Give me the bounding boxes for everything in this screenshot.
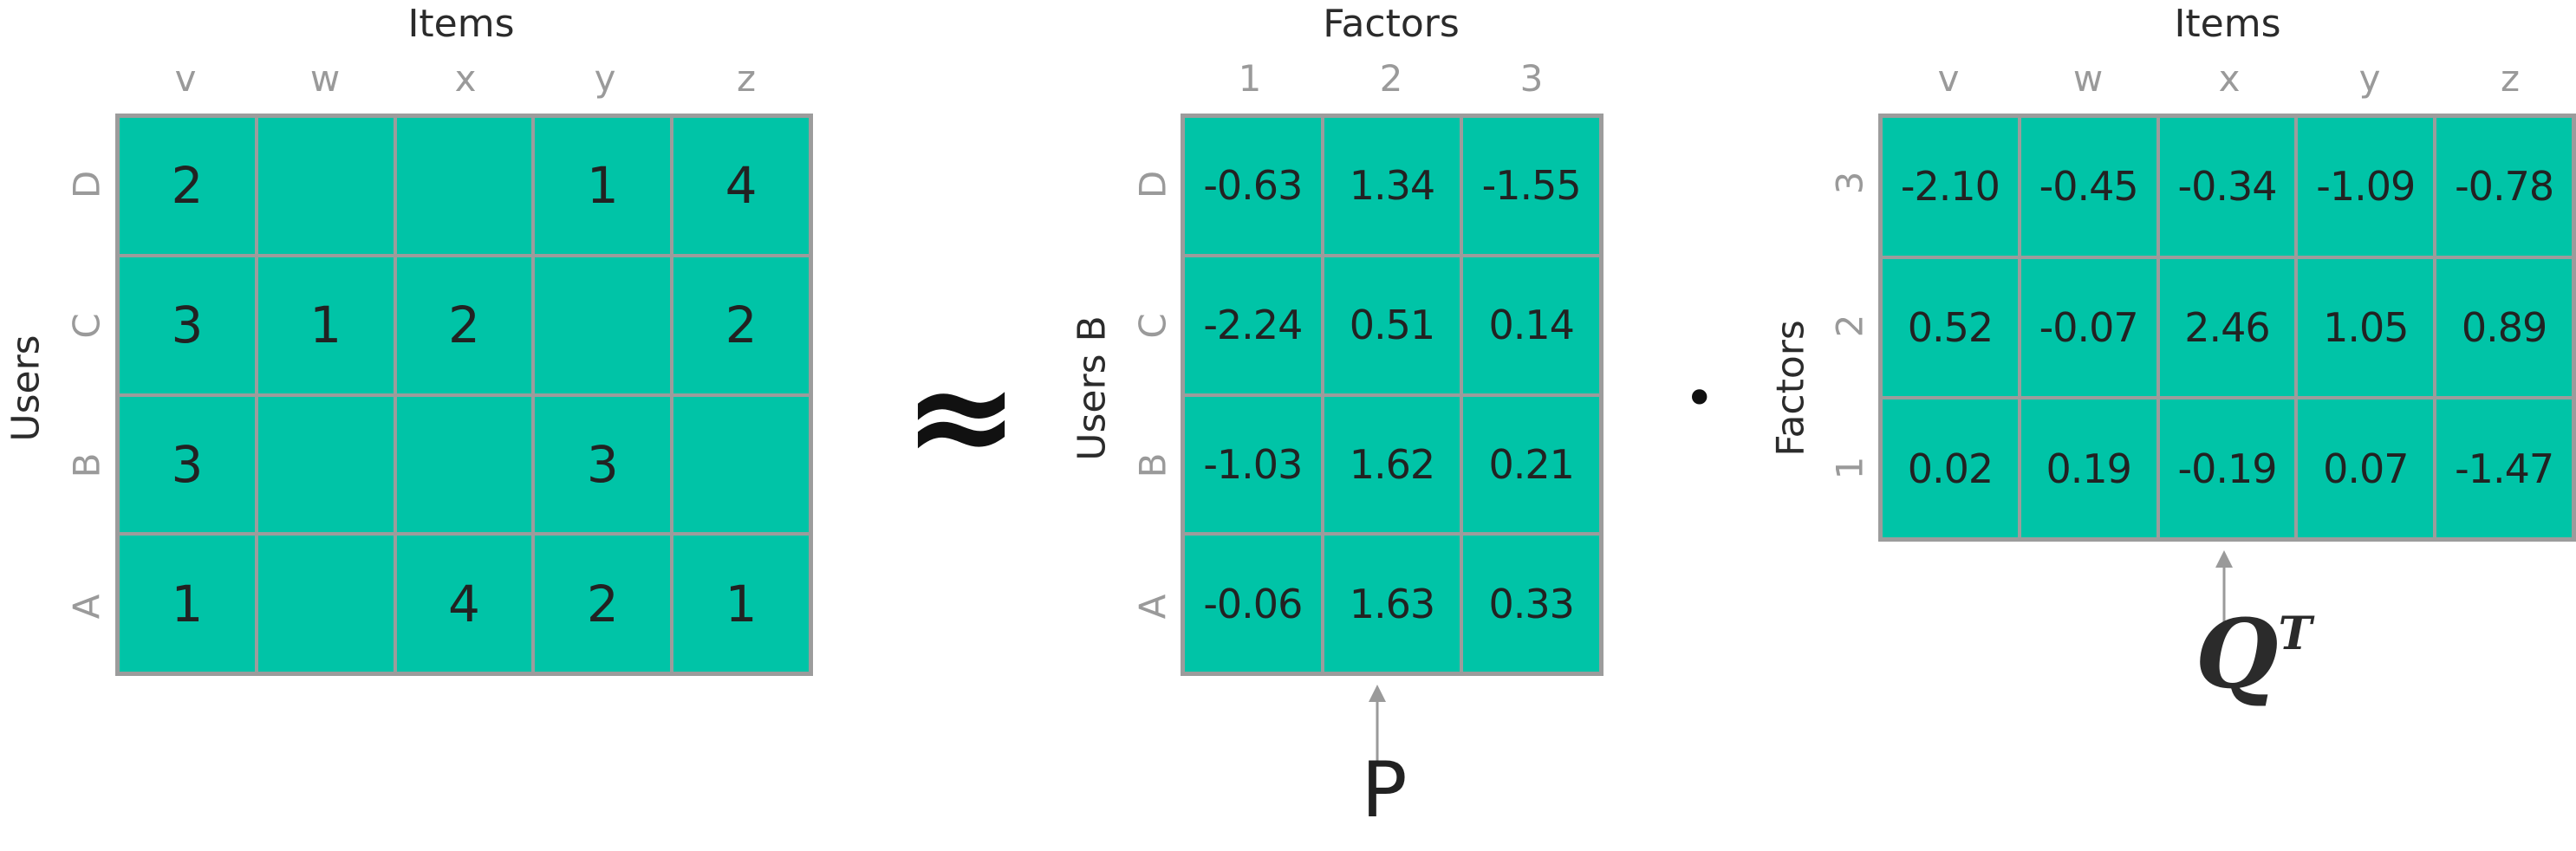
q-col-label: v — [1937, 57, 1960, 100]
q-cell: 2.46 — [2157, 257, 2297, 399]
q-cell: -0.34 — [2157, 116, 2297, 257]
q-cell: -1.09 — [2296, 116, 2436, 257]
p-cell: 1.62 — [1322, 394, 1462, 535]
ratings-col-label: z — [736, 57, 757, 100]
p-cell: 0.14 — [1461, 255, 1601, 395]
q-cell: 0.52 — [1881, 257, 2020, 399]
q-cell: -0.07 — [2019, 257, 2158, 399]
q-factors-label: Factors — [1768, 320, 1813, 457]
q-row-label: 3 — [1828, 171, 1871, 195]
q-cell: -0.78 — [2435, 116, 2573, 257]
ratings-cell — [256, 116, 395, 256]
q-cell: -2.10 — [1881, 116, 2020, 257]
p-col-label: 2 — [1379, 57, 1403, 100]
ratings-cell: 2 — [672, 255, 810, 395]
q-cell: -1.47 — [2435, 398, 2573, 539]
q-arrow-icon — [2215, 550, 2233, 627]
ratings-cell — [533, 255, 673, 395]
ratings-cell — [256, 534, 395, 673]
ratings-row-label: B — [65, 452, 108, 478]
p-row-label: C — [1131, 313, 1174, 339]
p-row-label: B — [1131, 452, 1174, 478]
p-cell: 0.21 — [1461, 394, 1601, 535]
p-row-label: D — [1131, 170, 1174, 199]
ratings-cell: 2 — [533, 534, 673, 673]
q-matrix-label: QT — [2195, 607, 2313, 702]
p-cell: 0.51 — [1322, 255, 1462, 395]
ratings-cell — [256, 394, 395, 535]
dot-symbol: • — [1684, 368, 1715, 429]
p-cell: -1.55 — [1461, 116, 1601, 256]
q-col-label: w — [2072, 57, 2104, 100]
ratings-row-label: C — [65, 313, 108, 339]
ratings-col-label: v — [174, 57, 197, 100]
p-col-label: 3 — [1519, 57, 1544, 100]
ratings-row-label: D — [65, 170, 108, 199]
ratings-items-title: Items — [407, 2, 515, 46]
ratings-matrix: 2 1 4 3 1 2 2 3 3 1 4 2 1 — [115, 114, 813, 676]
p-col-label: 1 — [1238, 57, 1262, 100]
ratings-cell: 3 — [118, 394, 257, 535]
p-cell: 0.33 — [1461, 534, 1601, 673]
q-cell: 0.07 — [2296, 398, 2436, 539]
p-cell: -0.06 — [1183, 534, 1323, 673]
p-matrix: -0.63 1.34 -1.55 -2.24 0.51 0.14 -1.03 1… — [1181, 114, 1603, 676]
q-col-label: x — [2218, 57, 2241, 100]
ratings-cell: 3 — [118, 255, 257, 395]
ratings-cell — [394, 116, 534, 256]
q-cell: 0.89 — [2435, 257, 2573, 399]
q-cell: -0.45 — [2019, 116, 2158, 257]
ratings-col-label: w — [309, 57, 341, 100]
q-row-label: 1 — [1828, 456, 1871, 480]
ratings-cell: 2 — [394, 255, 534, 395]
q-cell: 1.05 — [2296, 257, 2436, 399]
ratings-cell — [394, 394, 534, 535]
p-users-label: Users B — [1070, 315, 1115, 461]
q-cell: 0.02 — [1881, 398, 2020, 539]
ratings-users-label: Users — [3, 335, 49, 442]
ratings-col-label: x — [454, 57, 477, 100]
q-col-label: z — [2500, 57, 2521, 100]
q-letter: Q — [2195, 598, 2279, 710]
p-cell: -0.63 — [1183, 116, 1323, 256]
ratings-cell: 1 — [118, 534, 257, 673]
ratings-col-label: y — [594, 57, 616, 100]
ratings-cell: 1 — [672, 534, 810, 673]
p-matrix-label: P — [1361, 745, 1408, 835]
p-arrow-icon — [1369, 685, 1386, 761]
q-transpose-matrix: -2.10 -0.45 -0.34 -1.09 -0.78 0.52 -0.07… — [1878, 114, 2576, 542]
ratings-cell: 1 — [533, 116, 673, 256]
ratings-cell: 4 — [672, 116, 810, 256]
p-cell: -2.24 — [1183, 255, 1323, 395]
p-cell: 1.63 — [1322, 534, 1462, 673]
p-cell: 1.34 — [1322, 116, 1462, 256]
ratings-row-label: A — [65, 594, 108, 620]
q-items-title: Items — [2174, 2, 2281, 46]
q-superscript: T — [2278, 607, 2313, 660]
ratings-cell: 4 — [394, 534, 534, 673]
p-row-label: A — [1131, 594, 1174, 620]
ratings-cell: 1 — [256, 255, 395, 395]
p-factors-title: Factors — [1323, 2, 1460, 46]
ratings-cell: 3 — [533, 394, 673, 535]
approx-symbol: ≈ — [903, 335, 1020, 497]
p-cell: -1.03 — [1183, 394, 1323, 535]
q-row-label: 2 — [1828, 314, 1871, 338]
q-cell: -0.19 — [2157, 398, 2297, 539]
ratings-cell: 2 — [118, 116, 257, 256]
q-col-label: y — [2358, 57, 2381, 100]
q-cell: 0.19 — [2019, 398, 2158, 539]
ratings-cell — [672, 394, 810, 535]
